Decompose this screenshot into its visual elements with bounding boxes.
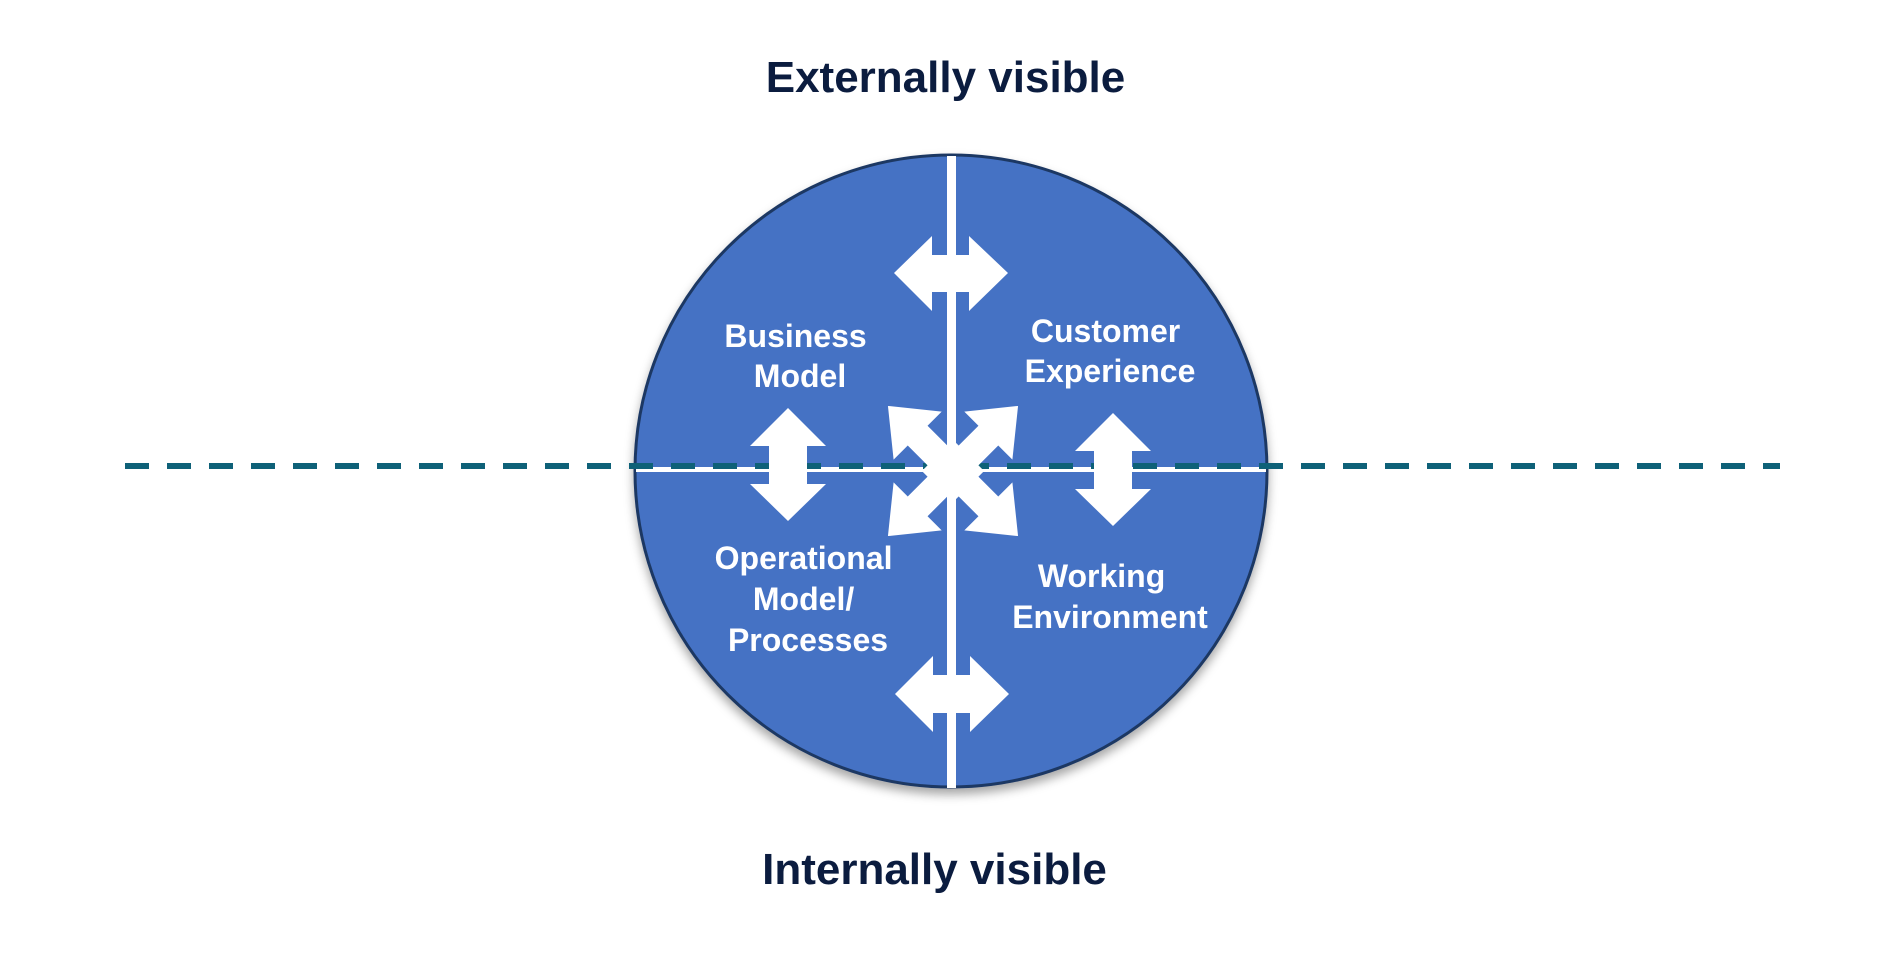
label-line: Business [724, 318, 866, 354]
label-line: Experience [1025, 353, 1196, 389]
double-arrow-horizontal-bottom-icon [895, 656, 1009, 732]
double-arrow-vertical-right-icon [1075, 413, 1151, 526]
quadrant-label-working-environment: Working Environment [1012, 558, 1208, 635]
label-line: Operational [715, 540, 893, 576]
quadrant-label-operational-model: Operational Model/ Processes [715, 540, 902, 658]
label-line: Model/ [753, 581, 854, 617]
label-line: Customer [1031, 313, 1180, 349]
externally-visible-label: Externally visible [765, 53, 1126, 102]
double-arrow-horizontal-top-icon [894, 236, 1008, 311]
label-line: Model [754, 358, 846, 394]
center-divider-overlay [947, 460, 956, 540]
quadrant-label-business-model: Business Model [724, 318, 875, 394]
quadrant-label-customer-experience: Customer Experience [1025, 313, 1196, 389]
label-line: Processes [728, 622, 888, 658]
label-line: Environment [1012, 599, 1208, 635]
label-line: Working [1038, 558, 1165, 594]
internally-visible-label: Internally visible [762, 845, 1107, 894]
four-way-diagonal-arrow-icon [887, 405, 1019, 537]
double-arrow-vertical-left-icon [750, 408, 826, 521]
